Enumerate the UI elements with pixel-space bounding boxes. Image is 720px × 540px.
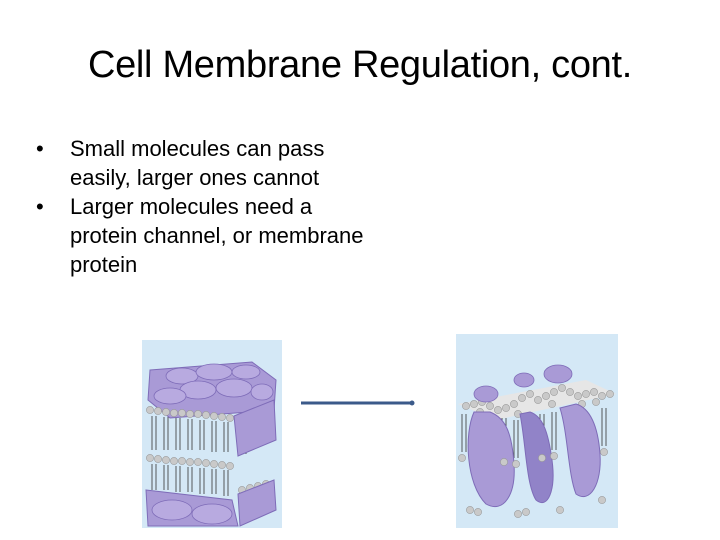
bullet-item: • Larger molecules need a protein channe… (36, 192, 366, 279)
bullet-marker: • (36, 194, 44, 219)
slide-title: Cell Membrane Regulation, cont. (87, 44, 633, 86)
bullet-list: • Small molecules can pass easily, large… (36, 134, 366, 279)
bullet-text: Larger molecules need a protein channel,… (70, 194, 364, 277)
bullet-text: Small molecules can pass easily, larger … (70, 136, 325, 190)
bullet-item: • Small molecules can pass easily, large… (36, 134, 366, 192)
bullet-marker: • (36, 136, 44, 161)
connector-line (301, 400, 415, 406)
membrane-surface-proteins-illustration (142, 340, 282, 528)
membrane-channel-protein-illustration (456, 334, 618, 528)
